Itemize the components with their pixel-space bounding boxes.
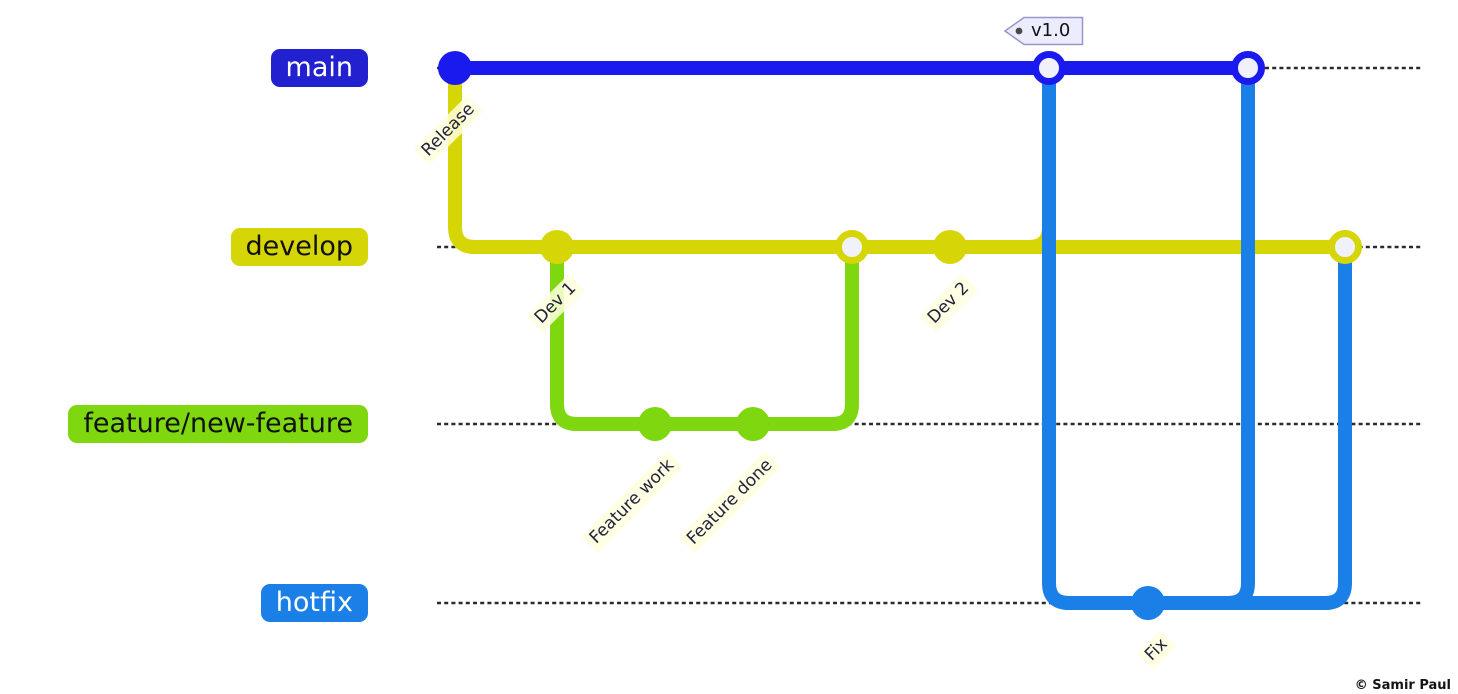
- tag-label: v1.0: [1031, 20, 1071, 41]
- tag-v1-0: v1.0: [1004, 16, 1084, 46]
- commit-fix: [1131, 586, 1165, 620]
- branch-label-develop: develop: [230, 228, 368, 266]
- branch-label-main: main: [270, 49, 368, 87]
- commit-feature-work: [638, 407, 672, 441]
- commit-dev-1: [540, 230, 574, 264]
- branch-label-hotfix: hotfix: [260, 584, 368, 622]
- merge-commit-main-1248: [1231, 51, 1265, 85]
- edge-6-hotfix: [1148, 247, 1352, 610]
- edge-5-hotfix: [1148, 68, 1255, 610]
- edge-1-feature-new-feature: [550, 247, 859, 431]
- edge-0-develop: [448, 68, 1345, 254]
- commit-dev-2: [933, 230, 967, 264]
- merge-commit-develop-852: [835, 230, 869, 264]
- edge-2-develop: [950, 68, 1056, 254]
- tag-shape: [1004, 16, 1084, 46]
- tag-shape-svg: [1004, 16, 1084, 46]
- commit-feature-done: [736, 407, 770, 441]
- watermark-credit: © Samir Paul: [1354, 678, 1451, 693]
- tag-hole-dot: [1015, 27, 1023, 35]
- commit-release: [438, 51, 472, 85]
- merge-commit-develop-1345: [1328, 230, 1362, 264]
- merge-commit-main-1049: [1032, 51, 1066, 85]
- branch-label-feature-new-feature: feature/new-feature: [68, 405, 368, 443]
- edge-4-hotfix: [1042, 68, 1148, 610]
